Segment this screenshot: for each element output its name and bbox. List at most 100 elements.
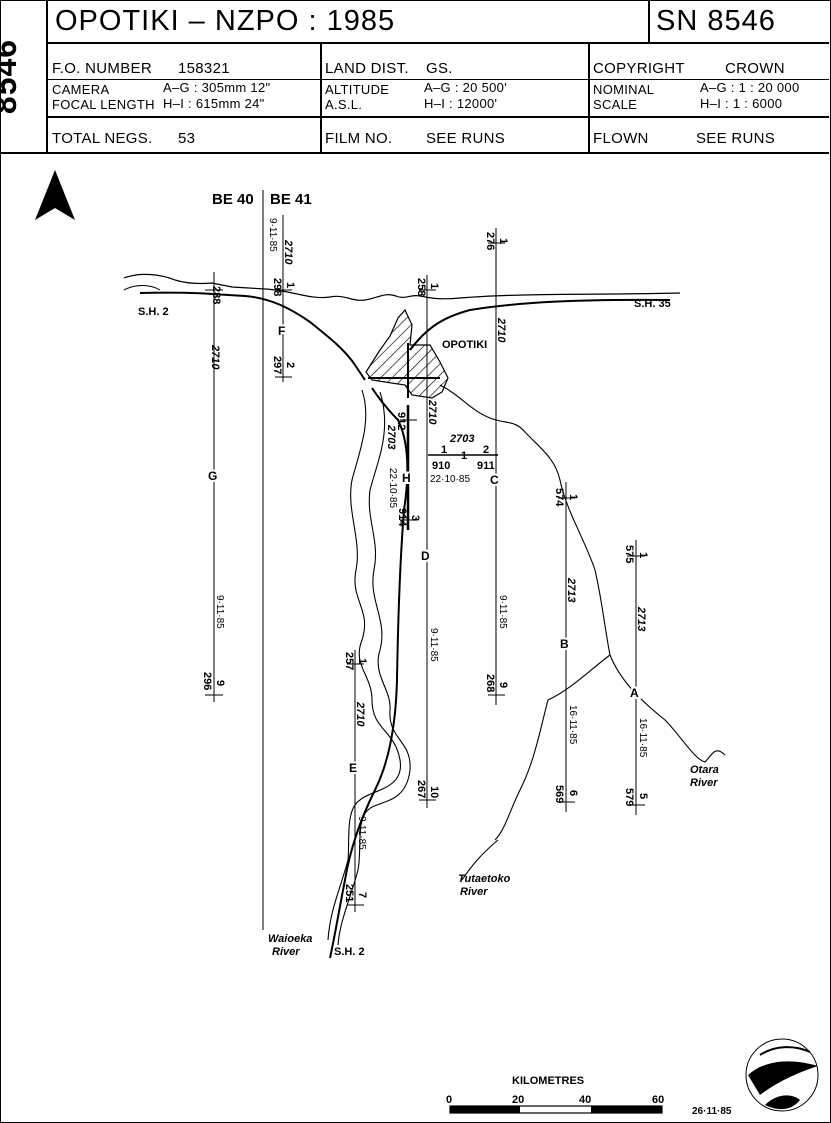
altitude-label: ALTITUDE [325,82,390,97]
run-i-n1: 1 [441,444,447,456]
run-h-date: 22·10·85 [387,468,398,508]
otara-river-tributary [494,654,611,841]
run-a-last: 5 [637,793,649,799]
map-title: OPOTIKI – NZPO : 1985 [55,5,396,37]
run-e-film: 2710 [354,701,366,727]
scale-bar [449,1105,663,1114]
run-c-first: 1 [497,238,509,244]
run-h-last: 3 [409,515,421,521]
asl-label: A.S.L. [325,97,363,112]
asl-value: H–I : 12000' [424,96,498,111]
scale-tick-0: 0 [446,1094,452,1106]
run-g-date: 9·11·85 [214,595,225,629]
run-f-film: 2710 [282,239,294,265]
focal-length-value: H–I : 615mm 24" [163,96,265,111]
town-label: OPOTIKI [442,339,487,351]
run-i-v2: 911 [477,460,495,472]
otara-label-2: River [690,777,718,789]
total-negs-label: TOTAL NEGS. [52,130,153,147]
coastline [123,273,681,301]
tutaetoko-river [461,839,499,881]
run-d-end: 267 [415,780,427,798]
run-i-n3: 2 [483,444,489,456]
grid-label-be40: BE 40 [212,191,254,208]
sh35-label: S.H. 35 [634,298,671,310]
otara-label-1: Otara [690,764,719,776]
film-number-label: FILM NO. [325,130,393,147]
run-e-letter: E [349,761,357,775]
scale-title: KILOMETRES [512,1075,584,1087]
land-district-label: LAND DIST. [325,60,409,77]
run-e-end: 251 [343,884,355,902]
issue-date: 26·11·85 [692,1106,732,1117]
run-a-film: 2713 [635,606,647,631]
nominal-label: NOMINAL [593,82,655,97]
header-block: 8546 OPOTIKI – NZPO : 1985 SN 8546 F.O. … [0,0,829,154]
run-b-date: 16·11·85 [567,705,578,745]
state-highway-35 [409,298,671,351]
run-f-end: 297 [271,356,283,374]
sh2-south-label: S.H. 2 [334,946,365,958]
flown-value: SEE RUNS [696,130,776,147]
scale-tick-20: 20 [512,1094,524,1106]
tutaetoko-label-1: Tutaetoko [458,873,511,885]
run-c-letter: C [490,473,499,487]
nz-aerial-mapping-logo-icon [745,1038,819,1112]
altitude-value: A–G : 20 500' [424,80,507,95]
copyright-value: CROWN [725,60,785,77]
waioeka-label-1: Waioeka [268,933,312,945]
nominal-value: A–G : 1 : 20 000 [700,80,800,95]
run-b-letter: B [560,637,569,651]
camera-label: CAMERA [52,82,110,97]
run-e-start: 257 [343,652,355,670]
fo-number-label: F.O. NUMBER [52,60,152,77]
run-b-film: 2713 [565,577,577,602]
camera-value: A–G : 305mm 12" [163,80,271,95]
run-c-start: 276 [484,232,496,250]
scale-label: SCALE [593,97,638,112]
run-d-start: 258 [415,278,427,296]
run-d-letter: D [421,549,430,563]
run-c-last: 9 [497,682,509,688]
north-label: N [39,220,46,231]
run-i-n2: 1 [461,450,467,462]
fo-number-value: 158321 [178,60,230,77]
run-b-start: 574 [553,488,565,507]
sortie-number: SN 8546 [656,5,776,37]
run-c-film: 2710 [495,317,507,343]
run-b-end: 569 [553,785,565,803]
run-a-letter: A [630,686,639,700]
run-f-letter: F [278,324,285,338]
flown-label: FLOWN [593,130,649,147]
run-g-start: 288 [210,286,222,304]
state-highway-2-west [139,291,366,381]
waioeka-river [327,389,401,941]
run-f-last: 2 [284,362,296,368]
run-a-start: 575 [623,545,635,563]
run-g-letter: G [208,469,217,483]
run-d-first: 1 [428,283,440,289]
grid-label-be41: BE 41 [270,191,312,208]
run-i-film: 2703 [449,433,474,445]
otara-river [439,384,726,763]
run-f-start: 298 [271,278,283,296]
copyright-label: COPYRIGHT [593,60,685,77]
run-f-date: 9·11·85 [267,218,278,252]
run-a-end: 579 [623,788,635,806]
run-b-last: 6 [567,790,579,796]
waioeka-river-bank [337,391,411,946]
land-district-value: GS. [426,60,453,77]
waioeka-label-2: River [272,946,300,958]
run-b-first: 1 [567,494,579,500]
run-e-date: 9·11·85 [356,816,367,850]
north-arrow-icon [35,170,75,220]
run-h-letter: H [402,471,411,485]
run-d-date: 9·11·85 [428,628,439,662]
run-h-start: 912 [395,412,407,430]
run-i-date: 22·10·85 [430,474,470,485]
total-negs-value: 53 [178,130,196,147]
film-number-value: SEE RUNS [426,130,506,147]
run-c-end: 268 [484,674,496,692]
run-g-last: 9 [214,680,226,686]
